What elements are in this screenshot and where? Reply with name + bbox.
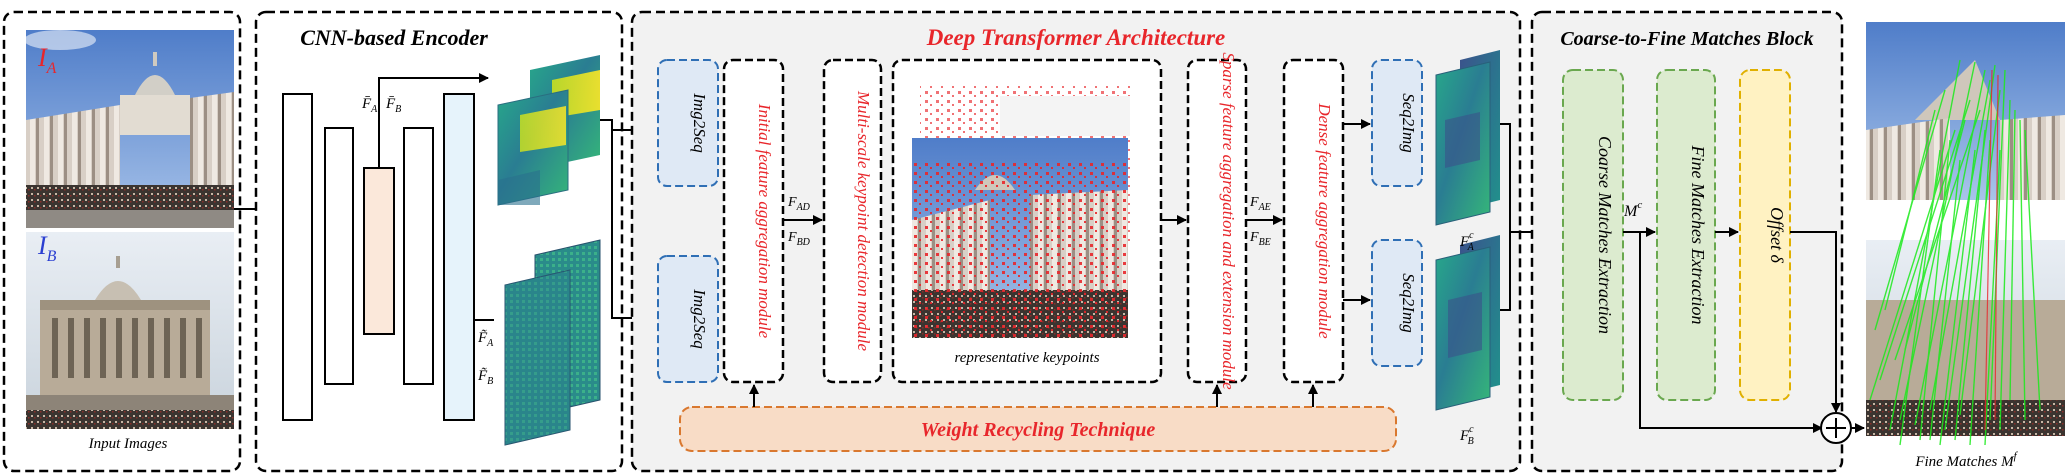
label-image-a: IA <box>37 43 57 77</box>
fine-matches-label: Fine Matches Extraction <box>1688 145 1708 325</box>
fine-matches-caption: Fine Matches Mf <box>1914 450 2018 470</box>
seq2img-top-box <box>1371 59 1423 187</box>
label-fae: FAE <box>1249 195 1271 213</box>
link-bottom-features <box>1500 232 1511 311</box>
weight-recycling-box <box>679 406 1397 452</box>
img2seq-top-label: Img2Seq <box>690 92 709 153</box>
img2seq-bottom-box <box>657 255 719 383</box>
label-fad: FAD <box>787 195 811 213</box>
label-fbe: FBE <box>1249 230 1271 248</box>
label-fa-bar: F̄A <box>361 96 378 115</box>
label-mc: Mc <box>1623 199 1642 220</box>
cnn-layer-2 <box>324 127 354 385</box>
dense-aggregation-label: Dense feature aggregation module <box>1315 102 1334 339</box>
coarse-matches-box <box>1562 69 1624 401</box>
weight-recycling-label: Weight Recycling Technique <box>921 419 1156 441</box>
input-image-a <box>24 30 234 228</box>
encoder-title: CNN-based Encoder <box>300 25 488 50</box>
initial-aggregation-label: Initial feature aggregation module <box>755 103 774 339</box>
representative-keypoints-panel: representative keypoints <box>891 58 1163 384</box>
img2seq-bottom-label: Img2Seq <box>690 288 709 349</box>
img2seq-top-box <box>657 59 719 187</box>
coarse-feature-maps <box>497 55 600 206</box>
input-images-panel: IA IB Input Images <box>2 10 242 473</box>
arrow-mc-to-adder <box>1639 232 1823 433</box>
encoder-panel: CNN-based Encoder F̄A F̄B F̃A F̃B <box>254 10 624 473</box>
fine-feature-maps <box>504 239 601 446</box>
transformer-title: Deep Transformer Architecture <box>926 25 1226 50</box>
keypoints-caption: representative keypoints <box>954 350 1099 366</box>
matches-title: Coarse-to-Fine Matches Block <box>1560 28 1813 50</box>
offset-label: Offset δ <box>1767 207 1787 263</box>
seq2img-bottom-label: Seq2Img <box>1399 273 1418 332</box>
label-fb-tilde: F̃B <box>477 368 493 387</box>
arrow-coarse-features <box>378 73 489 168</box>
coarse-output-feature-maps <box>1435 50 1500 411</box>
label-fa-tilde: F̃A <box>477 330 494 349</box>
transformer-panel: Deep Transformer Architecture Img2Seq Im… <box>630 10 1522 473</box>
input-image-b <box>26 232 234 429</box>
sparse-aggregation-label: Sparse feature aggregation and extension… <box>1219 52 1238 390</box>
cnn-layer-3 <box>363 167 395 335</box>
fine-matches-box <box>1656 69 1716 401</box>
seq2img-top-label: Seq2Img <box>1399 93 1418 152</box>
cnn-layer-1 <box>282 93 313 421</box>
coarse-matches-label: Coarse Matches Extraction <box>1595 136 1615 334</box>
dense-aggregation-box <box>1282 58 1345 384</box>
cnn-layer-4 <box>403 127 434 385</box>
seq2img-bottom-box <box>1371 239 1423 367</box>
arrow-offset-to-adder <box>1790 231 1841 413</box>
multiscale-keypoint-box <box>822 58 883 384</box>
input-images-caption: Input Images <box>88 436 168 452</box>
multiscale-keypoint-label: Multi-scale keypoint detection module <box>854 90 873 352</box>
label-fbd: FBD <box>787 230 811 248</box>
label-fb-bar: F̄B <box>385 96 401 115</box>
fine-matches-output: Fine Matches Mf <box>1866 22 2065 470</box>
matches-panel: Coarse-to-Fine Matches Block Coarse Matc… <box>1530 10 1852 473</box>
offset-box <box>1739 69 1791 401</box>
label-image-b: IB <box>37 231 57 265</box>
cnn-layer-5 <box>443 93 475 421</box>
